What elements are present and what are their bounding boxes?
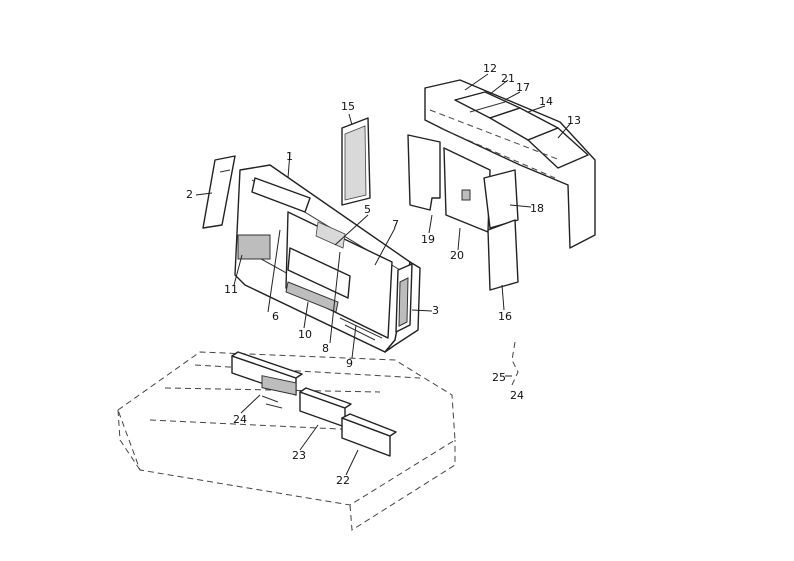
panel-strip-1 (251, 177, 311, 213)
rear-panel-19 (407, 134, 441, 211)
callout-24b: 24 (510, 389, 524, 402)
panel-11 (237, 234, 271, 260)
side-panel-2 (202, 155, 236, 229)
callout-13: 13 (567, 114, 581, 127)
rear-panel-16 (487, 219, 519, 291)
detail-25-24 (511, 341, 519, 386)
rear-roof-assembly (424, 79, 596, 249)
leader-lines (195, 73, 571, 476)
seat-cushion-outline (117, 351, 456, 531)
callout-3: 3 (432, 304, 439, 317)
rear-panel-18 (483, 169, 519, 229)
callout-8: 8 (322, 342, 329, 355)
back-panel-assembly (234, 164, 421, 353)
callout-21: 21 (501, 72, 515, 85)
callout-18: 18 (530, 202, 544, 215)
panel-5 (315, 221, 346, 249)
panel-10 (285, 281, 339, 313)
callout-24a: 24 (233, 413, 247, 426)
callout-17: 17 (516, 81, 530, 94)
callout-1: 1 (286, 150, 293, 163)
callout-7: 7 (392, 218, 399, 231)
callout-5: 5 (364, 203, 371, 216)
callout-14: 14 (539, 95, 553, 108)
callout-2: 2 (186, 188, 193, 201)
callout-12: 12 (483, 62, 497, 75)
callout-22: 22 (336, 474, 350, 487)
panel-8 (287, 247, 351, 299)
callout-23: 23 (292, 449, 306, 462)
front-trim-piece-24 (231, 351, 303, 409)
callout-labels: 1 2 3 5 6 7 8 9 10 11 12 13 14 15 16 17 … (186, 62, 581, 487)
callout-20: 20 (450, 249, 464, 262)
callout-25: 25 (492, 371, 506, 384)
callout-9: 9 (346, 357, 353, 370)
headrest-panel-15 (341, 117, 371, 206)
callout-6: 6 (272, 310, 279, 323)
callout-15: 15 (341, 100, 355, 113)
roof-panel-13 (527, 127, 589, 169)
callout-11: 11 (224, 283, 238, 296)
rear-panel-20 (443, 147, 491, 233)
front-trim-piece-22 (341, 413, 397, 457)
callout-10: 10 (298, 328, 312, 341)
panel-3 (398, 277, 409, 327)
callout-19: 19 (421, 233, 435, 246)
callout-16: 16 (498, 310, 512, 323)
